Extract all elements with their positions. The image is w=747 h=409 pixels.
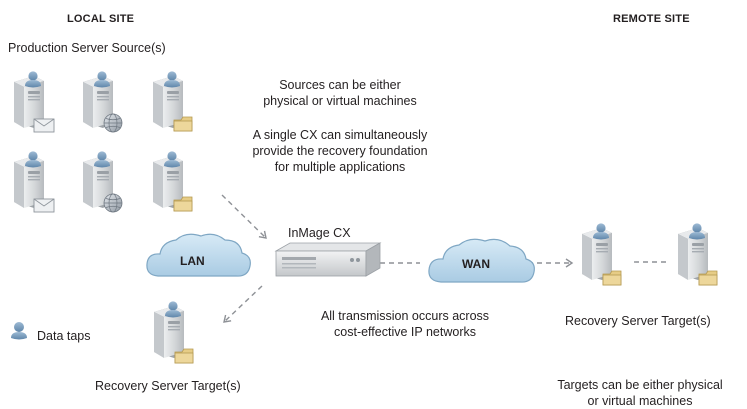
cx-note-line: provide the recovery foundation xyxy=(252,144,428,158)
globe-icon xyxy=(103,113,123,133)
lan-label: LAN xyxy=(180,254,205,268)
production-sources-label: Production Server Source(s) xyxy=(8,41,166,55)
local-recovery-server xyxy=(154,301,194,364)
envelope-icon xyxy=(33,118,55,133)
lan-cloud xyxy=(146,233,251,277)
data-tap-icon xyxy=(11,322,27,340)
targets-note-line: or virtual machines xyxy=(587,394,693,408)
targets-note-line: Targets can be either physical xyxy=(557,378,723,392)
source-to-cx-connector xyxy=(221,194,267,239)
cx-note: A single CX can simultaneously provide t… xyxy=(225,127,455,175)
cx-note-line: for multiple applications xyxy=(274,160,406,174)
wan-label: WAN xyxy=(462,257,490,271)
sources-note: Sources can be either physical or virtua… xyxy=(225,77,455,109)
server-icon xyxy=(153,71,183,128)
cx-to-local-recovery-connector xyxy=(223,285,263,323)
sources-note-line: physical or virtual machines xyxy=(263,94,417,108)
globe-icon xyxy=(103,193,123,213)
production-servers xyxy=(14,71,193,213)
remote-site-heading: REMOTE SITE xyxy=(613,13,690,25)
data-taps-label: Data taps xyxy=(37,329,91,343)
sources-note-line: Sources can be either xyxy=(279,78,401,92)
cx-appliance-icon xyxy=(274,242,382,277)
envelope-icon xyxy=(33,198,55,213)
server-icon xyxy=(154,301,184,358)
wan-cloud xyxy=(428,238,535,283)
local-recovery-label: Recovery Server Target(s) xyxy=(95,379,241,393)
connectors xyxy=(221,194,668,323)
server-icon xyxy=(153,151,183,208)
transmission-note: All transmission occurs across cost-effe… xyxy=(295,308,515,340)
targets-note: Targets can be either physical or virtua… xyxy=(540,377,740,409)
remote-recovery-label: Recovery Server Target(s) xyxy=(565,314,711,328)
server-icon xyxy=(678,223,708,280)
server-icon xyxy=(582,223,612,280)
local-site-heading: LOCAL SITE xyxy=(67,13,135,25)
cx-note-line: A single CX can simultaneously xyxy=(252,128,428,142)
transmission-note-line: cost-effective IP networks xyxy=(334,325,476,339)
remote-recovery-servers xyxy=(582,223,718,286)
transmission-note-line: All transmission occurs across xyxy=(320,309,490,323)
cx-label: InMage CX xyxy=(288,226,351,240)
